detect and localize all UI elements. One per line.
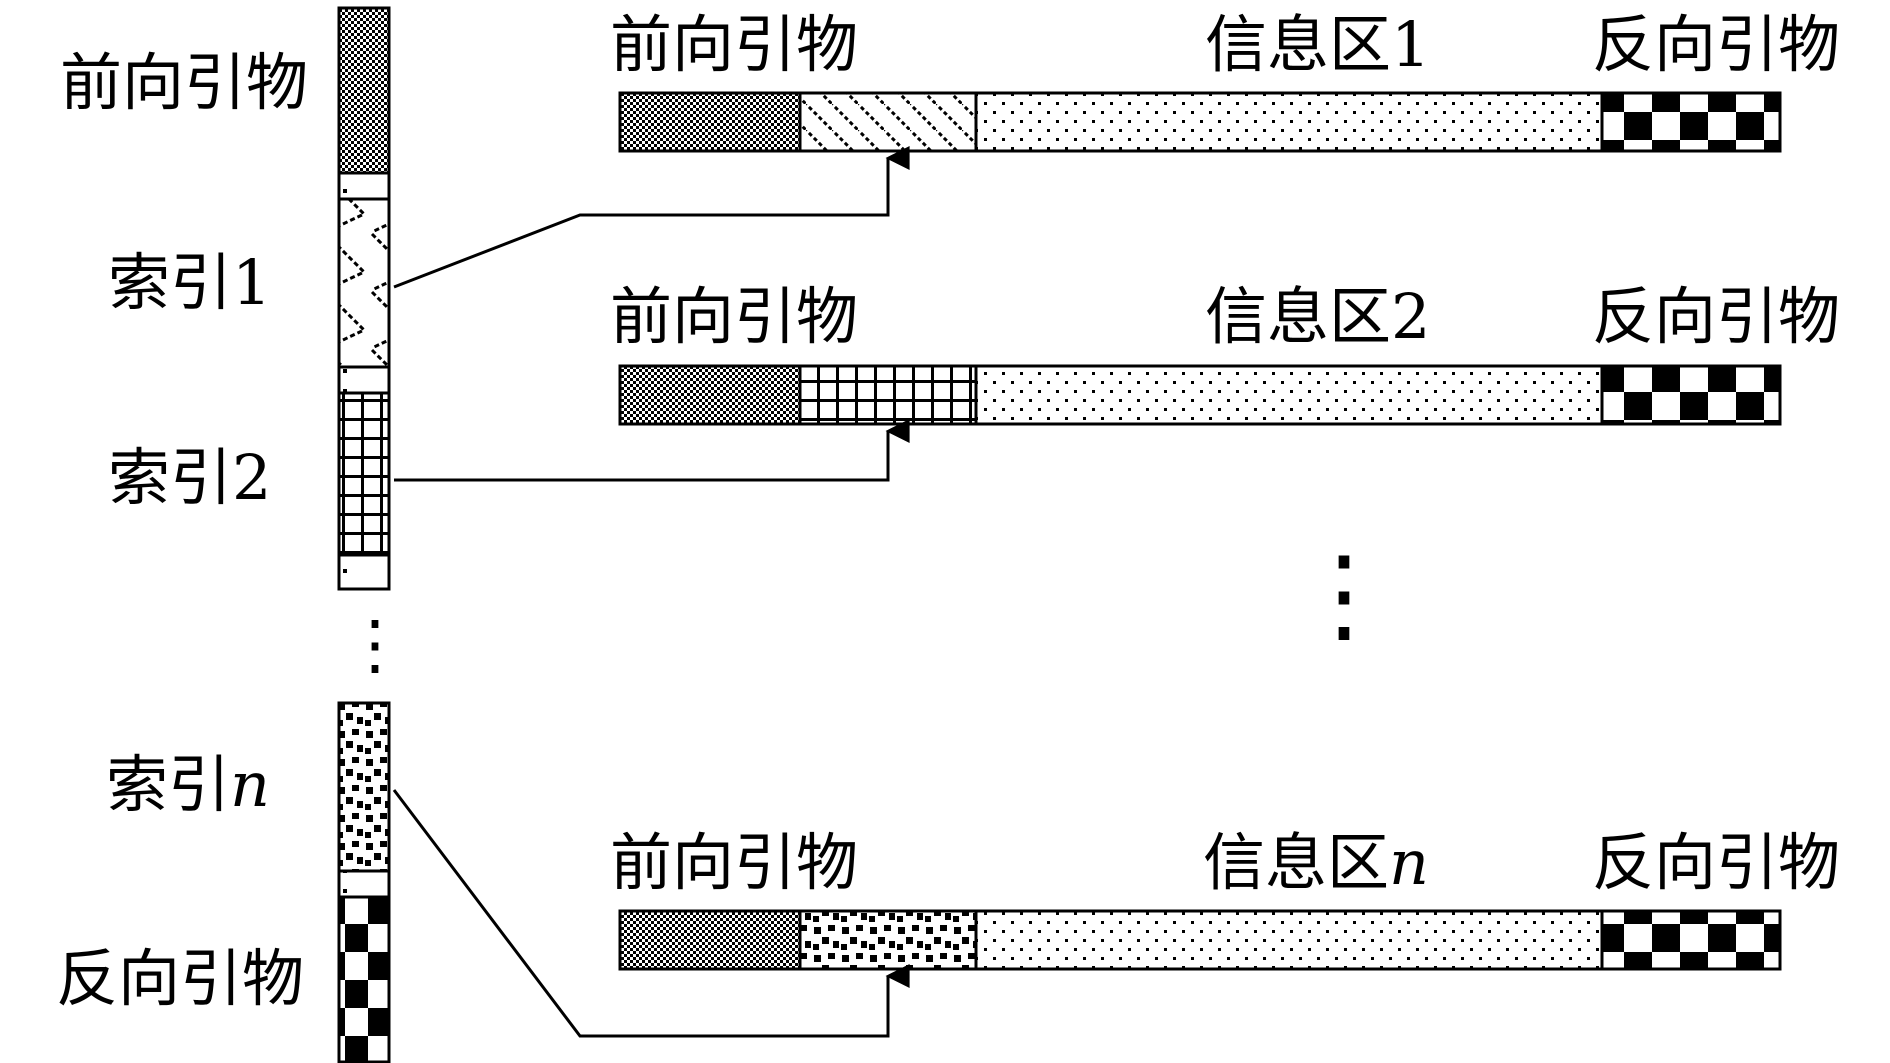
strand-1-reverse-label: 反向引物	[1592, 8, 1841, 81]
connector-index-1	[393, 146, 910, 289]
column-forward-primer	[337, 6, 391, 175]
left-index-2-label: 索引2	[108, 441, 272, 514]
column-spacer-3	[337, 553, 391, 591]
strand-2-index	[798, 364, 978, 426]
strand-n-index	[798, 909, 978, 971]
strand-n-bar	[618, 909, 1782, 971]
strand-n-info-prefix: 信息区	[1203, 826, 1390, 899]
strand-1-forward-primer	[618, 91, 802, 153]
left-index-1-label: 索引1	[108, 246, 272, 319]
strand-1-info-suffix: 1	[1391, 8, 1431, 81]
left-index-column	[337, 6, 391, 1063]
strand-2-info-suffix: 2	[1391, 280, 1431, 353]
left-reverse-primer-label: 反向引物	[56, 942, 305, 1015]
strand-n-info-suffix: n	[1389, 826, 1429, 899]
strand-n-forward-primer	[618, 909, 802, 971]
strand-2-info-label: 信息区2	[1205, 286, 1430, 348]
strand-2-info-region	[974, 364, 1604, 426]
strand-n-info-region	[974, 909, 1604, 971]
strand-2-forward-primer	[618, 364, 802, 426]
left-index-n-label: 索引n	[106, 754, 270, 816]
strand-1-bar	[618, 91, 1782, 153]
middle-ellipsis: ⋮	[1292, 533, 1396, 655]
strand-n-reverse-primer	[1600, 909, 1782, 971]
strand-1-index	[798, 91, 978, 153]
connector-index-n	[392, 789, 910, 1038]
strand-2-bar	[618, 364, 1782, 426]
strand-1-info-label: 信息区1	[1205, 14, 1430, 76]
strand-n-info-label: 信息区n	[1203, 832, 1429, 894]
strand-1-reverse-primer	[1600, 91, 1782, 153]
strand-2-reverse-primer	[1600, 364, 1782, 426]
column-index-2	[337, 391, 391, 557]
strand-1-info-region	[974, 91, 1604, 153]
column-spacer-2	[337, 365, 391, 395]
strand-2-forward-label: 前向引物	[610, 280, 859, 353]
column-index-1	[337, 197, 391, 369]
connector-index-2	[394, 419, 910, 482]
column-spacer-n	[337, 869, 391, 899]
strand-1-info-prefix: 信息区	[1205, 8, 1392, 81]
left-forward-primer-label: 前向引物	[60, 46, 309, 119]
left-index-n-prefix: 索引	[106, 748, 231, 821]
column-spacer-1	[337, 171, 391, 201]
strand-n-reverse-label: 反向引物	[1592, 826, 1841, 899]
strand-1-forward-label: 前向引物	[610, 8, 859, 81]
column-reverse-primer	[337, 895, 391, 1063]
column-index-n	[337, 701, 391, 873]
strand-n-forward-label: 前向引物	[610, 826, 859, 899]
strand-2-info-prefix: 信息区	[1205, 280, 1392, 353]
left-index-n-var: n	[230, 748, 270, 821]
strand-2-reverse-label: 反向引物	[1592, 280, 1841, 353]
left-column-ellipsis: ⋮	[342, 606, 408, 683]
